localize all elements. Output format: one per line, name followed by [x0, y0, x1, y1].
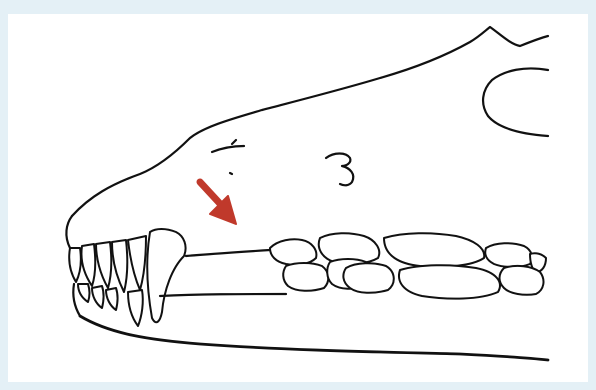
lower-carnassial: [399, 265, 500, 298]
lower-incisor-3: [106, 288, 118, 310]
incisor-2: [81, 244, 95, 286]
skull-upper-outline: [72, 27, 548, 216]
mandible-upper-line: [160, 294, 286, 296]
infraorbital-foramen: [326, 154, 353, 186]
nasal-tick: [232, 140, 236, 144]
lower-incisor-1: [78, 284, 90, 302]
incisor-1: [69, 248, 81, 282]
upper-canine-front: [128, 236, 146, 290]
nasal-line: [212, 146, 244, 152]
eye-orbit: [483, 68, 548, 136]
lower-molar: [500, 266, 544, 295]
upper-molar-1: [485, 243, 532, 267]
small-mark: [230, 173, 232, 174]
upper-canine: [147, 229, 185, 322]
upper-premolar-1: [270, 239, 316, 264]
maxilla-line: [186, 250, 270, 256]
lower-incisor-2: [92, 286, 104, 308]
lower-canine: [128, 290, 143, 326]
lower-premolar-3: [343, 263, 393, 293]
lower-premolar-1: [283, 263, 328, 291]
red-arrow-icon: [200, 182, 236, 224]
upper-carnassial: [384, 233, 484, 267]
premaxilla-outline: [66, 216, 72, 248]
incisor-3: [96, 242, 111, 288]
incisor-4: [112, 240, 127, 292]
mandible-lower-outline: [80, 316, 548, 360]
